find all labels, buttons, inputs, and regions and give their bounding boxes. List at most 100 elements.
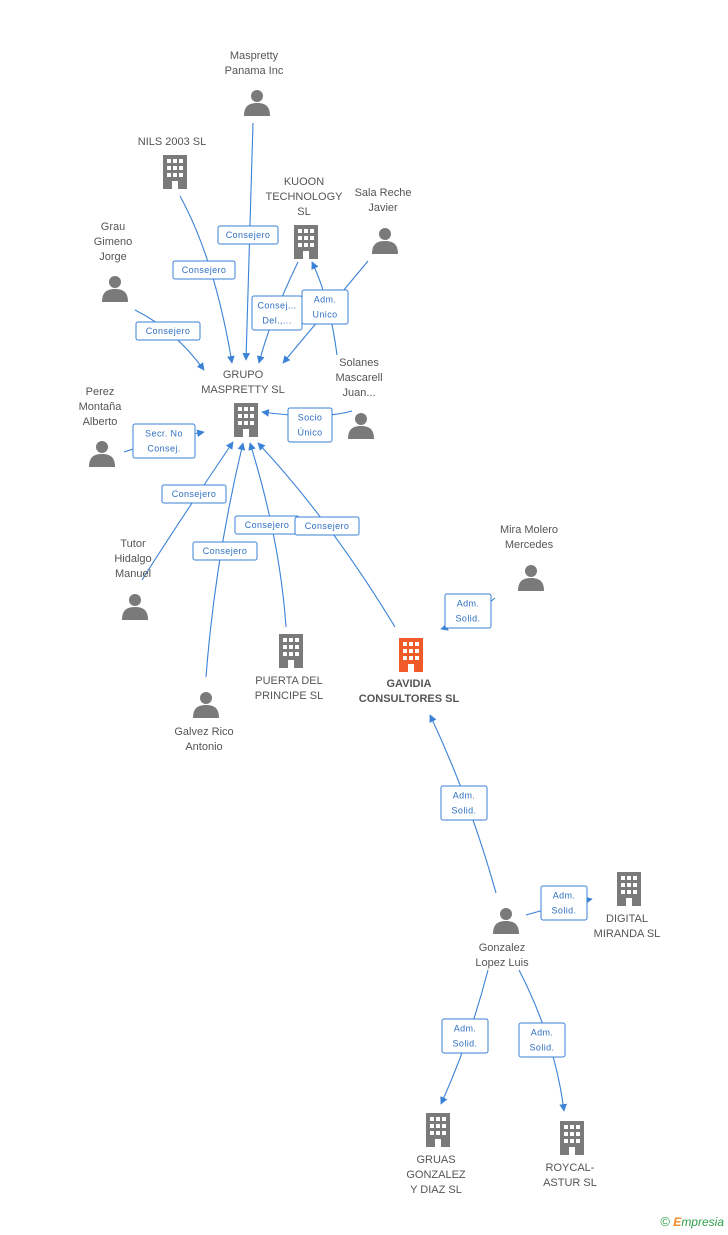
- node-label: Grau: [101, 221, 125, 233]
- edge-label-text: Solid.: [552, 906, 577, 916]
- person-icon: [193, 692, 219, 718]
- building-icon: [560, 1121, 584, 1155]
- node-nils[interactable]: NILS 2003 SL: [138, 136, 207, 189]
- node-label: MIRANDA SL: [594, 928, 661, 940]
- edge-label-box: [444, 593, 492, 629]
- node-roycal[interactable]: ROYCAL- ASTUR SL: [543, 1121, 597, 1189]
- edge-label-text: Adm.: [314, 295, 337, 305]
- node-label: GONZALEZ: [406, 1169, 466, 1181]
- edge-label-box: [294, 516, 360, 536]
- person-icon: [493, 908, 519, 934]
- edge-label-e13[interactable]: Adm.Solid.: [440, 785, 488, 821]
- edge-label-text: Adm.: [553, 891, 576, 901]
- node-label: Antonio: [185, 741, 222, 753]
- building-icon: [399, 638, 423, 672]
- edge-label-e8[interactable]: Consejero: [161, 484, 227, 504]
- node-label: Alberto: [83, 416, 118, 428]
- edge-label-text: Solid.: [456, 614, 481, 624]
- edge-label-e9[interactable]: Consejero: [192, 541, 258, 561]
- node-label: Gonzalez: [479, 942, 525, 954]
- person-icon: [518, 565, 544, 591]
- edge-label-text: Consejero: [203, 546, 248, 556]
- node-label: Sala Reche: [355, 187, 412, 199]
- node-label: Mira Molero: [500, 524, 558, 536]
- edge-label-box: [301, 289, 349, 325]
- edge-label-box: [217, 225, 279, 245]
- building-icon: [426, 1113, 450, 1147]
- edge-label-e10[interactable]: Consejero: [234, 515, 300, 535]
- node-label: Tutor: [120, 538, 146, 550]
- edge-label-e14[interactable]: Adm. Solid.: [540, 885, 588, 921]
- node-label: Javier: [368, 202, 398, 214]
- edge-label-e3[interactable]: Consejero: [135, 321, 201, 341]
- edge-label-e12[interactable]: Adm.Solid.: [444, 593, 492, 629]
- edge-label-text: Solid.: [453, 1039, 478, 1049]
- edge-label-e5[interactable]: Adm. Unico: [301, 289, 349, 325]
- node-label: KUOON: [284, 176, 324, 188]
- person-icon: [102, 276, 128, 302]
- empresia-watermark[interactable]: © Empresia: [660, 1214, 724, 1229]
- edge-label-text: Consejero: [182, 265, 227, 275]
- person-icon: [89, 441, 115, 467]
- edge-label-text: Consejero: [172, 489, 217, 499]
- node-label: Lopez Luis: [475, 957, 529, 969]
- node-label: ASTUR SL: [543, 1177, 597, 1189]
- copyright-symbol: ©: [660, 1214, 670, 1229]
- node-solanes[interactable]: SolanesMascarellJuan...: [335, 357, 383, 439]
- node-label: NILS 2003 SL: [138, 136, 207, 148]
- node-label: Montaña: [79, 401, 123, 413]
- edge-label-box: [440, 785, 488, 821]
- building-icon: [617, 872, 641, 906]
- edge-label-e4[interactable]: Consej...Del.,...: [251, 295, 303, 331]
- person-icon: [372, 228, 398, 254]
- node-label: ROYCAL-: [546, 1162, 595, 1174]
- node-label: Manuel: [115, 568, 151, 580]
- brand-initial: E: [673, 1215, 682, 1229]
- edge-label-e1[interactable]: Consejero: [217, 225, 279, 245]
- edge-label-e16[interactable]: Adm.Solid.: [518, 1022, 566, 1058]
- edge-label-text: Unico: [312, 310, 337, 320]
- edge-label-box: [518, 1022, 566, 1058]
- edge-label-e15[interactable]: Adm.Solid.: [441, 1018, 489, 1054]
- node-label: GAVIDIA: [386, 678, 431, 690]
- building-icon: [163, 155, 187, 189]
- node-label: Maspretty: [230, 50, 279, 62]
- node-label: Y DIAZ SL: [410, 1184, 462, 1196]
- building-icon: [234, 403, 258, 437]
- node-label: Panama Inc: [225, 65, 284, 77]
- edge-label-e2[interactable]: Consejero: [172, 260, 236, 280]
- edge-labels-layer: ConsejeroConsejeroConsejeroConsej...Del.…: [132, 225, 588, 1058]
- edge-label-text: Socio: [298, 413, 323, 423]
- node-label: Solanes: [339, 357, 379, 369]
- edge-label-box: [441, 1018, 489, 1054]
- edge-label-box: [161, 484, 227, 504]
- node-label: Perez: [86, 386, 115, 398]
- edge-label-e11[interactable]: Consejero: [294, 516, 360, 536]
- edge-label-text: Secr. No: [145, 429, 183, 439]
- edge-label-text: Solid.: [452, 806, 477, 816]
- edge-label-text: Del.,...: [262, 316, 291, 326]
- node-label: MASPRETTY SL: [201, 384, 285, 396]
- node-label: Galvez Rico: [174, 726, 233, 738]
- edge-line-e8: [141, 441, 234, 581]
- edge-label-box: [172, 260, 236, 280]
- person-icon: [244, 90, 270, 116]
